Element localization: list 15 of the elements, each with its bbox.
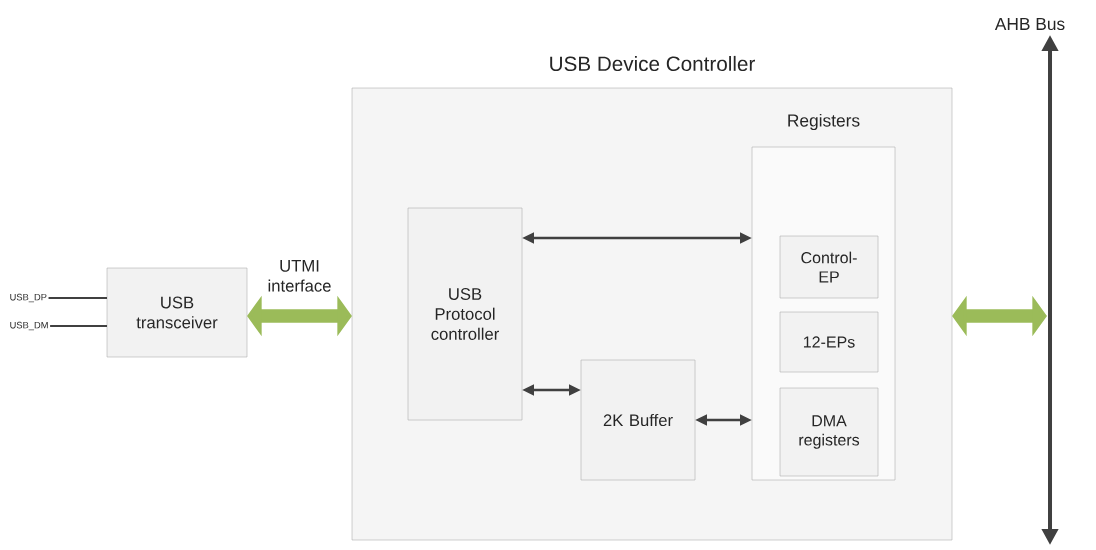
process-box: Control-EP bbox=[779, 235, 879, 299]
pin-line bbox=[47, 297, 108, 299]
block-arrow bbox=[952, 295, 1047, 337]
pin-label: USB_DM bbox=[10, 321, 48, 331]
process-box: 12-EPs bbox=[779, 311, 879, 373]
process-box: USB transceiver bbox=[106, 267, 248, 358]
process-box: USB Protocol controller bbox=[407, 207, 523, 421]
node-label: Registers bbox=[788, 113, 860, 131]
pin-label: USB_DP bbox=[10, 293, 47, 303]
edge-label: UTMI interface bbox=[268, 260, 331, 292]
pin-line bbox=[49, 325, 108, 327]
node-label: USB Device Controller bbox=[550, 55, 755, 72]
process-box: 2K Buffer bbox=[580, 359, 696, 481]
process-box: DMA registers bbox=[779, 387, 879, 477]
block-arrow bbox=[247, 295, 352, 337]
